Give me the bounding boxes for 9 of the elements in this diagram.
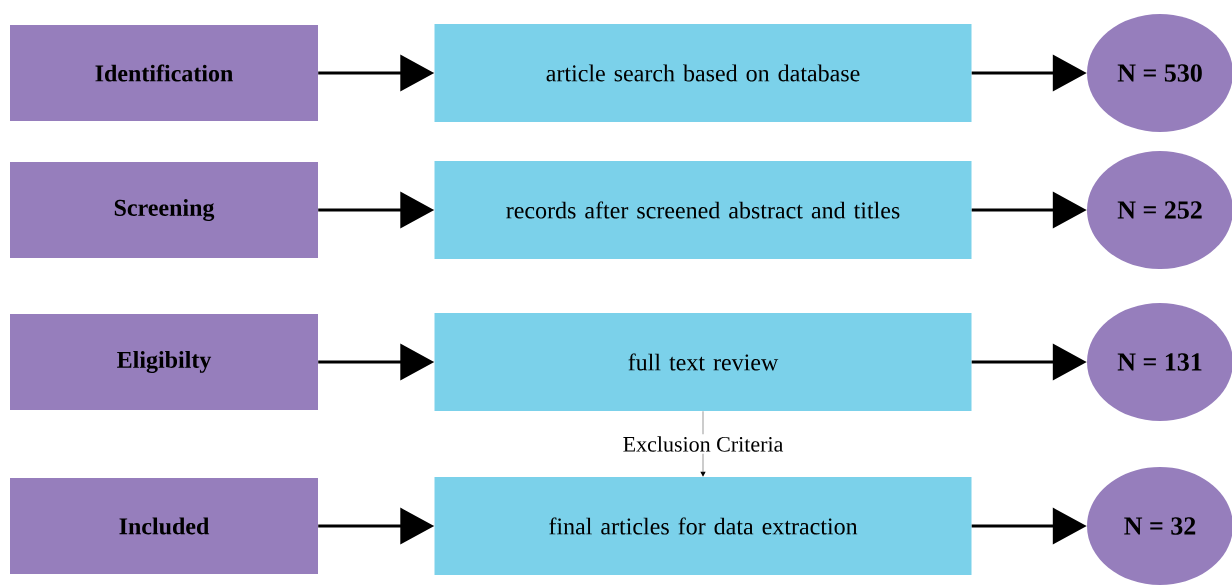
edge-label: Exclusion Criteria xyxy=(620,434,786,454)
process-box: full text review xyxy=(434,313,972,411)
process-box: article search based on database xyxy=(434,24,972,122)
stage-box: Screening xyxy=(10,162,318,258)
process-box: final articles for data extraction xyxy=(434,477,972,575)
process-box: records after screened abstract and titles xyxy=(434,161,972,259)
stage-box: Eligibilty xyxy=(10,314,318,410)
stage-box: Identification xyxy=(10,25,318,121)
stage-box: Included xyxy=(10,478,318,574)
